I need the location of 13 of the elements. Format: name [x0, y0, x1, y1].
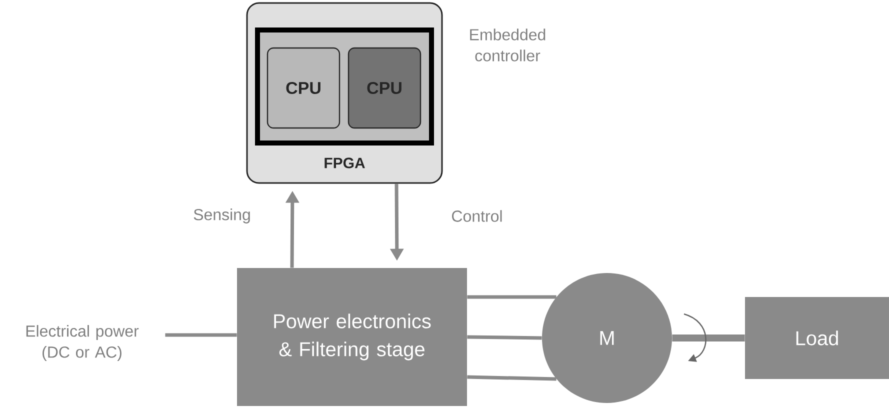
node-label: Embedded controller — [470, 28, 546, 62]
connector-line — [165, 333, 237, 337]
connector-line — [467, 335, 542, 340]
connector-line — [467, 295, 556, 299]
connector-line — [467, 375, 556, 381]
edge-label: Sensing — [194, 208, 250, 224]
input-label: Electrical power (DC or AC) — [26, 325, 139, 361]
process-box: Load — [745, 297, 889, 379]
processor-box: CPU — [266, 47, 340, 129]
processor-box: CPU — [348, 47, 422, 129]
shaft — [672, 334, 745, 342]
process-box: Power electronics & Filtering stage — [237, 268, 467, 406]
edge-label: Control — [452, 210, 502, 222]
